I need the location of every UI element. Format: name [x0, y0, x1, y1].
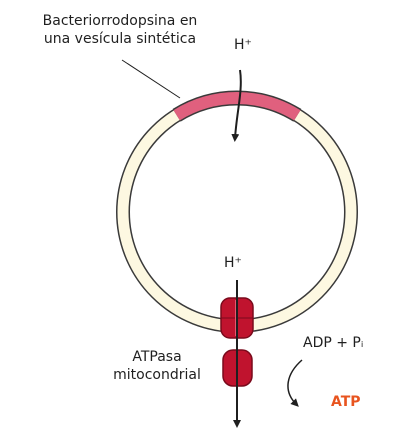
atp-synthesis-arrow — [288, 360, 302, 404]
proton-top-label: H⁺ — [234, 36, 252, 54]
bacteriorhodopsin-label-line2: una vesícula sintética — [14, 30, 226, 48]
atpase-label: ATPasa mitocondrial — [102, 348, 212, 384]
proton-bottom-label: H⁺ — [224, 254, 242, 272]
bacteriorhodopsin-label-line1: Bacteriorrodopsina en — [14, 12, 226, 30]
atp-label: ATP — [331, 393, 361, 411]
bacteriorhodopsin-label: Bacteriorrodopsina en una vesícula sinté… — [14, 12, 226, 48]
atpase-label-line2: mitocondrial — [102, 366, 212, 384]
adp-pi-label: ADP + Pᵢ — [303, 334, 363, 352]
label-leader-line — [122, 60, 180, 98]
atpase-label-line1: ATPasa — [102, 348, 212, 366]
